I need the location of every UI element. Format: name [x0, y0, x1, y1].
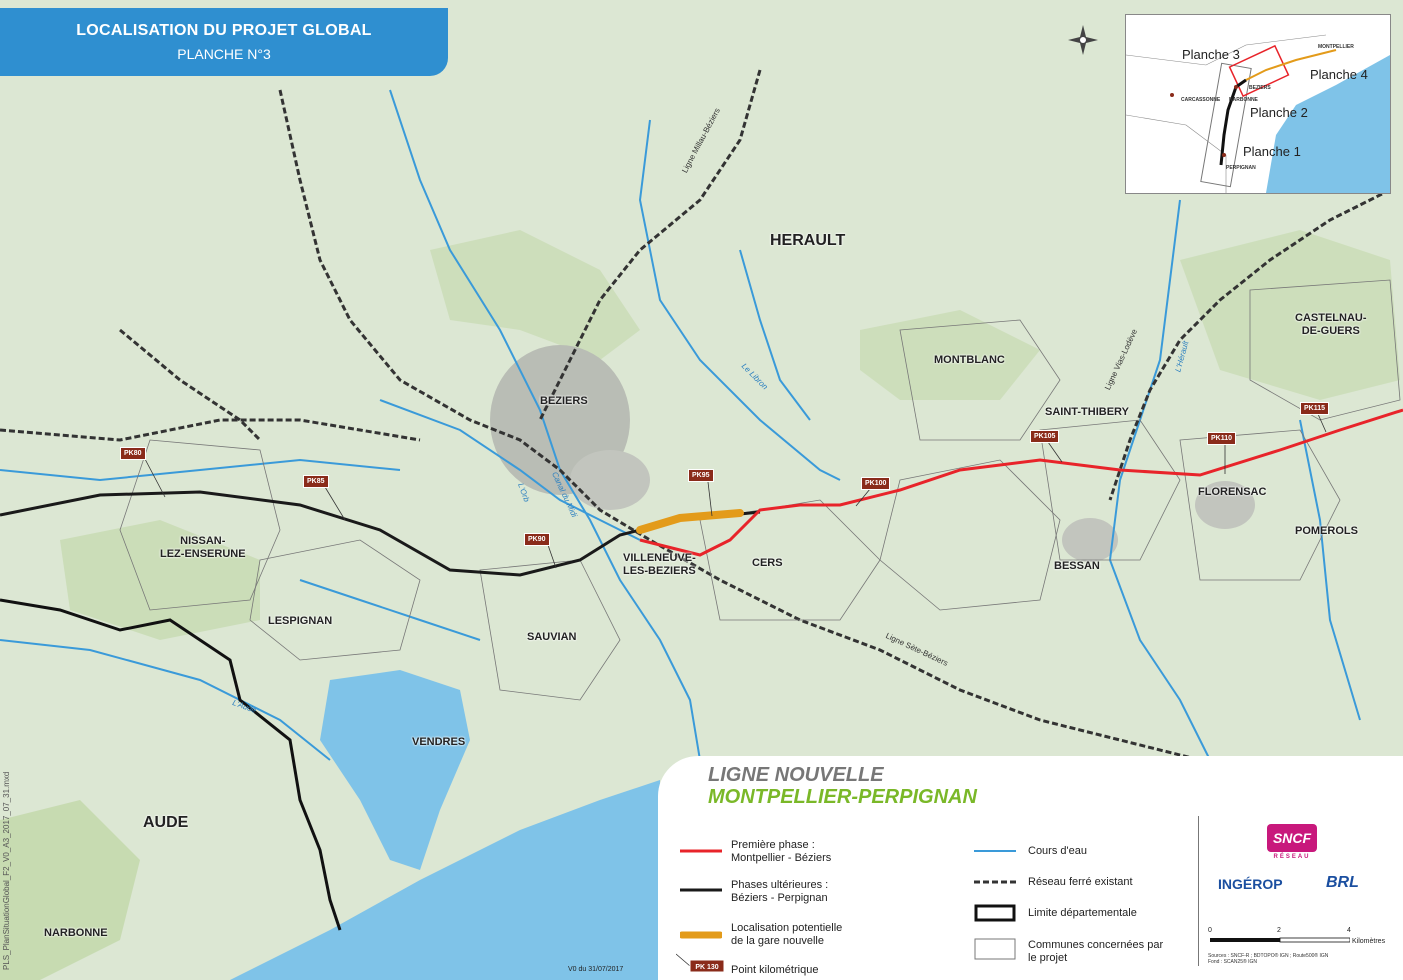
- town-label-sauvian: SAUVIAN: [527, 631, 577, 643]
- inset-label-planche4: Planche 4: [1310, 67, 1368, 82]
- region-label-aude: AUDE: [143, 814, 189, 831]
- svg-text:PK 130: PK 130: [695, 964, 718, 971]
- town-label-lespignan: LESPIGNAN: [268, 615, 333, 627]
- inset-city-beziers: BEZIERS: [1249, 85, 1271, 91]
- pk-marker-110: PK110: [1207, 432, 1237, 445]
- legend-symbol-pk: PK 130: [676, 953, 725, 973]
- scale-bar: [1210, 937, 1350, 943]
- inset-label-planche1: Planche 1: [1243, 144, 1301, 159]
- legend-symbol-limite: [974, 904, 1016, 922]
- legend-label-reseau: Réseau ferré existant: [1028, 876, 1133, 888]
- legend-title-line2: MONTPELLIER-PERPIGNAN: [708, 786, 977, 808]
- town-label-bessan: BESSAN: [1054, 560, 1100, 572]
- pk-marker-90: PK90: [524, 533, 550, 546]
- town-label-narbonne: NARBONNE: [44, 927, 108, 939]
- inset-map-canvas: [1126, 15, 1390, 193]
- sources-text: Sources : SNCF-R ; BDTOPO® IGN ; Route50…: [1208, 953, 1329, 965]
- town-label-montblanc: MONTBLANC: [934, 354, 1005, 366]
- town-label-vendres: VENDRES: [412, 736, 466, 748]
- pk-marker-115: PK115: [1300, 402, 1330, 415]
- sncf-logo: SNCF: [1267, 824, 1317, 852]
- ingerop-logo: INGÉROP: [1218, 876, 1283, 892]
- inset-map[interactable]: Planche 3 Planche 4 Planche 2 Planche 1 …: [1125, 14, 1391, 194]
- inset-city-perpignan: PERPIGNAN: [1226, 165, 1256, 171]
- brl-logo: BRL: [1326, 874, 1359, 891]
- legend-symbol-cours: [974, 850, 1016, 852]
- map-title-box: LOCALISATION DU PROJET GLOBAL PLANCHE N°…: [0, 8, 448, 76]
- sncf-logo-subtitle: RÉSEAU: [1273, 854, 1311, 860]
- inset-label-planche3: Planche 3: [1182, 47, 1240, 62]
- inset-label-planche2: Planche 2: [1250, 105, 1308, 120]
- town-label-cers: CERS: [752, 557, 783, 569]
- legend-panel: LIGNE NOUVELLE MONTPELLIER-PERPIGNAN Pre…: [658, 756, 1403, 980]
- map-subtitle: PLANCHE N°3: [177, 46, 271, 62]
- legend-symbol-communes: [974, 938, 1016, 960]
- file-name-label: PLS_PlanSituationGlobal_F2_V0_A3_2017_07…: [2, 771, 11, 970]
- legend-label-pk: Point kilométrique: [731, 964, 819, 976]
- town-label-florensac: FLORENSAC: [1198, 486, 1267, 498]
- version-label: V0 du 31/07/2017: [568, 966, 624, 973]
- north-arrow-icon: [1068, 25, 1098, 55]
- pk-marker-100: PK100: [861, 477, 891, 490]
- legend-label-phase1: Première phase :Montpellier - Béziers: [731, 839, 832, 864]
- town-label-villeneuve: VILLENEUVE-LES-BEZIERS: [623, 552, 696, 577]
- legend-label-phase2: Phases ultérieures :Béziers - Perpignan: [731, 879, 829, 904]
- legend-label-cours: Cours d'eau: [1028, 845, 1087, 857]
- pk-marker-80: PK80: [120, 447, 146, 460]
- legend-symbol-reseau: [974, 880, 1016, 884]
- scale-label-0: 0: [1208, 927, 1212, 934]
- legend-symbol-phase2: [680, 888, 722, 892]
- scale-unit: Kilomètres: [1352, 938, 1386, 945]
- pk-marker-105: PK105: [1030, 430, 1060, 443]
- inset-city-narbonne: NARBONNE: [1229, 97, 1258, 103]
- town-label-pomerols: POMEROLS: [1295, 525, 1358, 537]
- region-label-herault: HERAULT: [770, 232, 846, 249]
- town-label-nissan: NISSAN-LEZ-ENSERUNE: [160, 535, 246, 560]
- legend-symbol-gare: [680, 931, 722, 939]
- legend-symbol-phase1: [680, 849, 722, 853]
- inset-city-montpellier: MONTPELLIER: [1318, 44, 1354, 50]
- inset-city-carcassonne: CARCASSONNE: [1181, 97, 1221, 103]
- town-label-saint-thibery: SAINT-THIBERY: [1045, 406, 1129, 418]
- scale-label-2: 2: [1277, 927, 1281, 934]
- legend-divider: [1198, 816, 1199, 966]
- town-label-castelnau: CASTELNAU-DE-GUERS: [1295, 312, 1367, 337]
- scale-label-4: 4: [1347, 927, 1351, 934]
- pk-marker-85: PK85: [303, 475, 329, 488]
- pk-marker-95: PK95: [688, 469, 714, 482]
- map-title: LOCALISATION DU PROJET GLOBAL: [76, 22, 372, 39]
- town-label-beziers: BEZIERS: [540, 395, 588, 407]
- legend-title-line1: LIGNE NOUVELLE: [708, 764, 884, 786]
- legend-label-limite: Limite départementale: [1028, 907, 1137, 919]
